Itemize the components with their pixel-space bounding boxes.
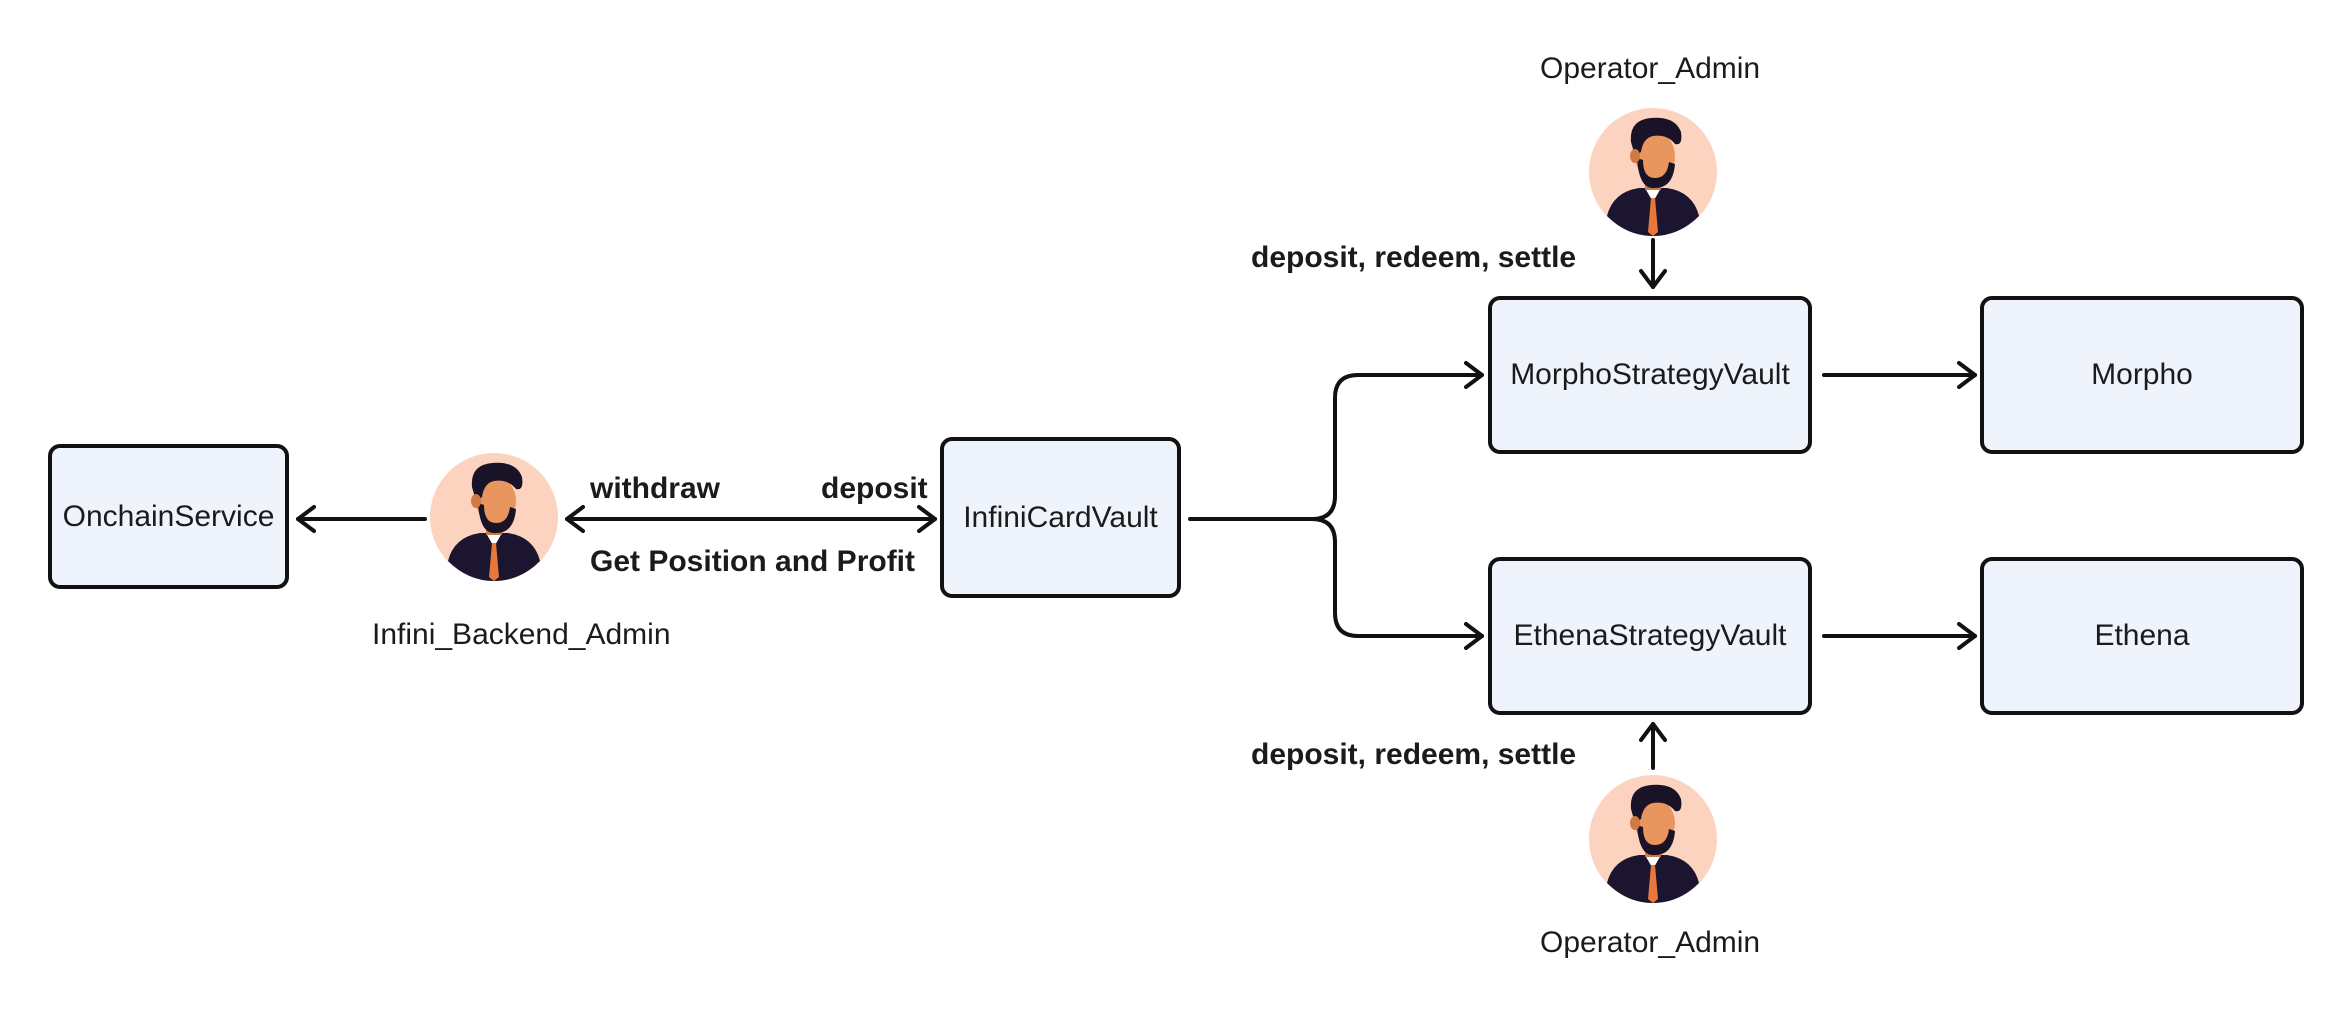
infini-card-vault-node: InfiniCardVault: [940, 437, 1181, 598]
edge-vault-branch-lower: [1310, 517, 1484, 638]
arrowhead-vault: [917, 505, 937, 533]
arrowhead-admin: [565, 505, 585, 533]
operator-top-label: Operator_Admin: [1540, 52, 1761, 85]
morpho-label: Morpho: [2091, 358, 2193, 391]
operator-top-actions-label: deposit, redeem, settle: [1251, 241, 1577, 274]
edge-vault-branch: [1188, 373, 1484, 521]
deposit-label: deposit: [821, 472, 928, 505]
arrowhead-ethena: [1957, 622, 1977, 650]
onchain-service-node: OnchainService: [48, 444, 289, 589]
arrowhead-operator-bottom: [1639, 722, 1667, 742]
operator-top-avatar-icon: [1589, 108, 1717, 236]
arrowhead-morpho-vault: [1464, 361, 1484, 389]
arrowhead-morpho: [1957, 361, 1977, 389]
backend-admin-label: Infini_Backend_Admin: [372, 618, 671, 651]
ethena-node: Ethena: [1980, 557, 2304, 715]
get-position-label: Get Position and Profit: [590, 545, 916, 578]
ethena-strategy-vault-node: EthenaStrategyVault: [1488, 557, 1812, 715]
withdraw-label: withdraw: [590, 472, 721, 505]
ethena-strategy-vault-label: EthenaStrategyVault: [1513, 619, 1787, 652]
backend-admin-avatar-icon: [430, 453, 558, 581]
morpho-strategy-vault-node: MorphoStrategyVault: [1488, 296, 1812, 454]
ethena-label: Ethena: [2094, 619, 2190, 652]
infini-card-vault-label: InfiniCardVault: [963, 500, 1158, 534]
arrowhead-ethena-vault: [1464, 622, 1484, 650]
morpho-node: Morpho: [1980, 296, 2304, 454]
operator-bottom-avatar-icon: [1589, 775, 1717, 903]
arrowhead-onchain: [296, 505, 316, 533]
morpho-strategy-vault-label: MorphoStrategyVault: [1510, 358, 1790, 391]
operator-bottom-actions-label: deposit, redeem, settle: [1251, 738, 1577, 771]
arrowhead-operator-top: [1639, 269, 1667, 289]
operator-bottom-label: Operator_Admin: [1540, 926, 1761, 959]
onchain-service-label: OnchainService: [62, 499, 275, 533]
